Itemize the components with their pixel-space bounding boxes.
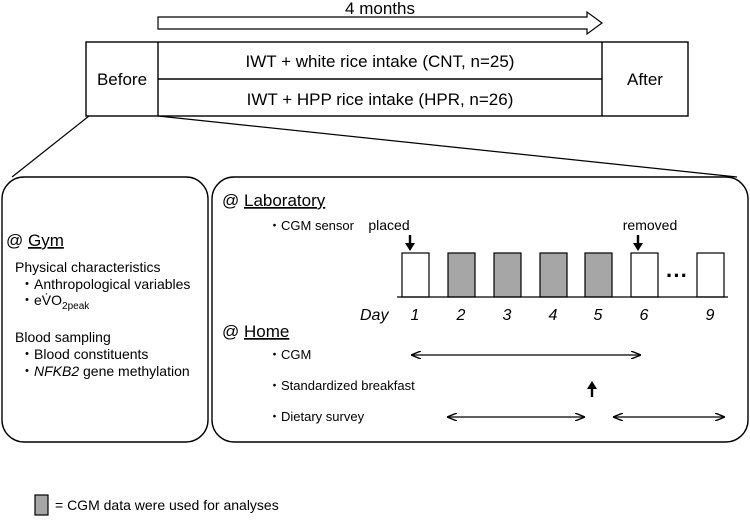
lab-home-panel xyxy=(211,176,749,443)
group-hpr-label: IWT + HPP rice intake (HPR, n=26) xyxy=(247,90,514,109)
placed-arrow-icon xyxy=(405,235,415,251)
physical-heading: Physical characteristics xyxy=(15,259,161,275)
day-box-6 xyxy=(630,252,659,298)
day-label-1: 1 xyxy=(411,307,420,324)
placed-label: placed xyxy=(368,217,409,233)
physical-item-anthropological: ・Anthropological variables xyxy=(20,276,190,292)
blood-item-constituents: ・Blood constituents xyxy=(20,346,148,362)
gym-title-text: Gym xyxy=(28,231,64,250)
group-cnt-label: IWT + white rice intake (CNT, n=25) xyxy=(246,52,515,71)
day-axis-label: Day xyxy=(360,307,389,324)
day-box-2 xyxy=(447,252,476,298)
gym-title-prefix: @ xyxy=(6,231,28,250)
day-box-1 xyxy=(401,252,430,298)
ellipsis: ··· xyxy=(666,263,688,288)
day-label-4: 4 xyxy=(549,307,558,324)
methylation-bullet: ・ xyxy=(20,363,34,379)
day-label-5: 5 xyxy=(594,307,603,324)
duration-label: 4 months xyxy=(345,0,415,18)
zoom-line-left xyxy=(11,115,90,178)
nfkb2-gene: NFKB2 xyxy=(34,363,79,379)
removed-label: removed xyxy=(623,217,677,233)
home-title-text: Home xyxy=(244,322,289,341)
home-cgm-label: ・CGM xyxy=(268,347,311,362)
vo2-prefix: ・e xyxy=(20,292,42,308)
breakfast-arrow-icon xyxy=(587,381,597,397)
laboratory-title: @ Laboratory xyxy=(222,191,326,210)
laboratory-title-text: Laboratory xyxy=(244,191,326,210)
dietary-survey-label: ・Dietary survey xyxy=(268,409,365,424)
blood-heading: Blood sampling xyxy=(15,329,111,345)
blood-item-methylation: ・NFKB2 gene methylation xyxy=(20,363,190,379)
home-title: @ Home xyxy=(222,322,289,341)
vo2-main: V̇O xyxy=(42,292,62,308)
breakfast-label: ・Standardized breakfast xyxy=(268,378,415,393)
before-label: Before xyxy=(97,70,147,89)
physical-item-vo2: ・eV̇O2peak xyxy=(20,292,90,312)
legend-text: = CGM data were used for analyses xyxy=(55,497,279,513)
zoom-line-right xyxy=(157,115,738,178)
day-box-3 xyxy=(493,252,522,298)
methylation-text: gene methylation xyxy=(79,363,190,379)
day-label-6: 6 xyxy=(640,307,649,324)
day-label-2: 2 xyxy=(456,307,466,324)
day-box-9 xyxy=(696,252,725,298)
vo2-sub: 2peak xyxy=(62,301,90,312)
day-box-5 xyxy=(584,252,613,298)
laboratory-title-prefix: @ xyxy=(222,191,244,210)
day-label-9: 9 xyxy=(706,307,715,324)
gym-title: @ Gym xyxy=(6,231,64,250)
cgm-sensor-label: ・CGM sensor xyxy=(268,218,355,233)
gym-panel xyxy=(1,176,209,443)
home-title-prefix: @ xyxy=(222,322,244,341)
removed-arrow-icon xyxy=(633,235,643,251)
timeline-box xyxy=(85,41,689,117)
duration-arrow xyxy=(157,10,604,36)
after-label: After xyxy=(627,70,663,89)
day-label-3: 3 xyxy=(503,307,512,324)
legend-swatch xyxy=(34,494,49,516)
day-box-4 xyxy=(539,252,568,298)
